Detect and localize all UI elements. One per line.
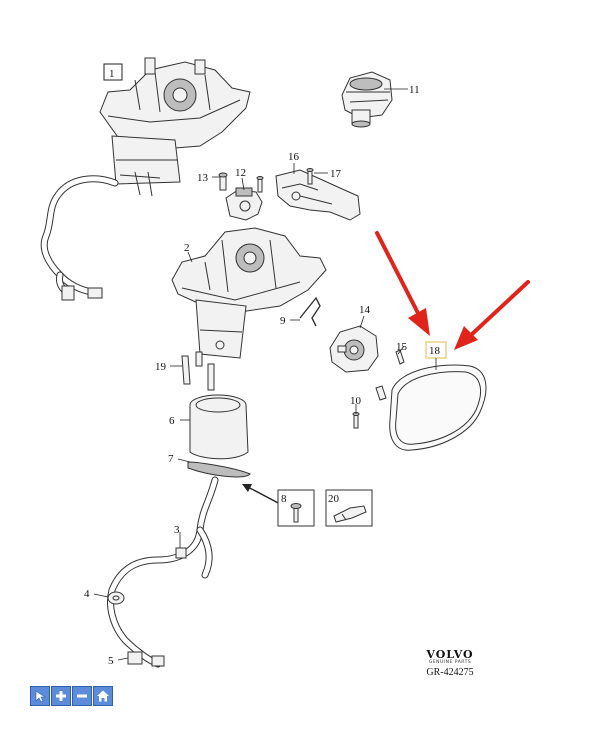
callout-20: 20 (328, 493, 340, 505)
part-17-screw[interactable] (306, 168, 314, 185)
leader-lines (93, 88, 437, 661)
callout-2: 2 (184, 242, 190, 254)
callout-14: 14 (359, 304, 371, 316)
part-10-screws[interactable] (352, 385, 387, 429)
home-icon (97, 690, 109, 702)
zoom-out-button[interactable] (72, 686, 92, 706)
red-arrow-left (375, 231, 430, 336)
detail-box-20[interactable] (325, 489, 373, 527)
callout-1: 1 (109, 68, 115, 80)
callout-3: 3 (174, 524, 180, 536)
callout-17: 17 (330, 168, 342, 180)
part-13-screw[interactable] (218, 172, 228, 191)
part-2-mirror-base[interactable] (171, 227, 327, 359)
pointer-icon (35, 690, 46, 703)
callout-8: 8 (281, 493, 287, 505)
callout-13: 13 (197, 172, 209, 184)
brand-tagline: GENUINE PARTS (428, 660, 472, 665)
part-7-gasket[interactable] (187, 461, 251, 478)
callout-10: 10 (350, 395, 362, 407)
callout-11: 11 (409, 84, 420, 96)
part-1-mirror-housing[interactable] (99, 57, 251, 185)
upper-wiring-harness (40, 171, 161, 301)
home-button[interactable] (93, 686, 113, 706)
part-11-actuator[interactable] (341, 71, 393, 128)
zoom-in-icon (56, 691, 66, 701)
callout-15: 15 (396, 341, 408, 353)
callout-18: 18 (429, 345, 441, 357)
callout-9: 9 (280, 315, 286, 327)
part-16-cover[interactable] (275, 169, 361, 221)
part-12-bracket[interactable] (225, 187, 263, 221)
callout-5: 5 (108, 655, 114, 667)
part-19-screws[interactable] (181, 351, 215, 391)
zoom-out-icon (77, 694, 87, 698)
zoom-in-button[interactable] (51, 686, 71, 706)
volvo-logo: VOLVO (426, 648, 474, 661)
brand-block: VOLVO GENUINE PARTS GR-424275 (410, 648, 490, 678)
callout-4: 4 (84, 588, 90, 600)
pointer-button[interactable] (30, 686, 50, 706)
callout-box-1 (103, 63, 123, 81)
detail-box-8[interactable] (277, 489, 315, 527)
diagram-id: GR-424275 (426, 667, 474, 678)
callout-19: 19 (155, 361, 167, 373)
callout-6: 6 (169, 415, 175, 427)
part-18-mirror-glass[interactable] (389, 364, 487, 451)
callout-12: 12 (235, 167, 246, 179)
part-9-clip[interactable] (299, 296, 321, 327)
callout-7: 7 (168, 453, 174, 465)
callout-16: 16 (288, 151, 300, 163)
red-arrow-right (454, 280, 530, 350)
screw-near-12 (256, 176, 264, 193)
viewer-toolbar (30, 686, 113, 706)
part-6-cover[interactable] (189, 394, 249, 460)
lower-wiring-harness (107, 476, 219, 668)
part-14-adjuster[interactable] (329, 325, 379, 373)
